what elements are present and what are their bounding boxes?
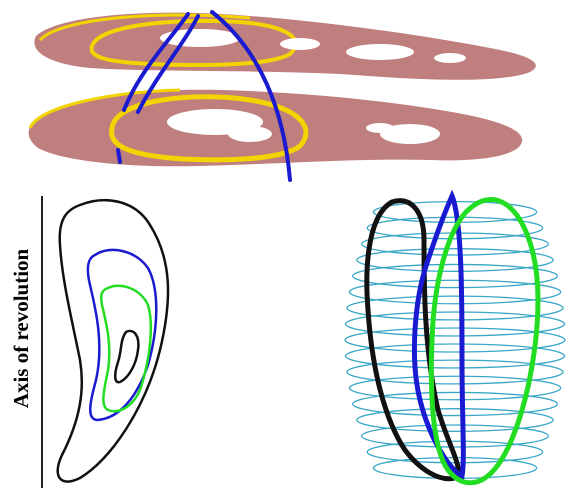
axis-of-revolution-label: Axis of revolution — [2, 198, 42, 458]
green-revolved-loop — [428, 197, 541, 486]
blue-curve-left-1 — [122, 12, 190, 112]
lower-slice — [28, 88, 523, 167]
revolution-ring — [344, 327, 566, 353]
revolution-ring — [356, 408, 554, 432]
blue-curve-right — [210, 10, 292, 182]
axis-of-revolution-text: Axis of revolution — [9, 248, 34, 408]
revolution-ring — [352, 263, 558, 289]
top-panel-slices — [28, 10, 536, 182]
lower-slice-inner-contour — [109, 94, 309, 163]
upper-slice — [34, 12, 536, 80]
upper-slice-inner-contour — [89, 18, 298, 67]
lower-slice-white-regions — [167, 109, 440, 144]
blue-middle-contour — [86, 248, 158, 422]
revolution-ring — [344, 343, 566, 369]
green-inner-contour — [100, 284, 153, 413]
revolution-ring — [356, 248, 554, 272]
revolution-panel — [344, 189, 566, 486]
blue-curve-left-2 — [136, 14, 200, 114]
blue-curve-stub — [116, 148, 122, 164]
revolution-ring — [348, 279, 562, 305]
revolution-ring — [346, 359, 564, 385]
revolution-ring — [346, 295, 564, 321]
revolution-ring — [361, 424, 549, 448]
blue-curves — [116, 10, 292, 182]
lower-slice-body — [28, 89, 523, 167]
lower-slice-outer-contour — [28, 88, 181, 129]
black-outer-contour — [56, 198, 170, 483]
revolution-ring — [348, 375, 562, 401]
blue-revolved-loop — [412, 189, 466, 480]
contour-panel — [41, 196, 170, 488]
revolution-ring — [344, 311, 566, 337]
revolution-rings — [344, 200, 566, 480]
revolution-ring — [352, 391, 558, 417]
black-inner-contour — [114, 329, 140, 384]
